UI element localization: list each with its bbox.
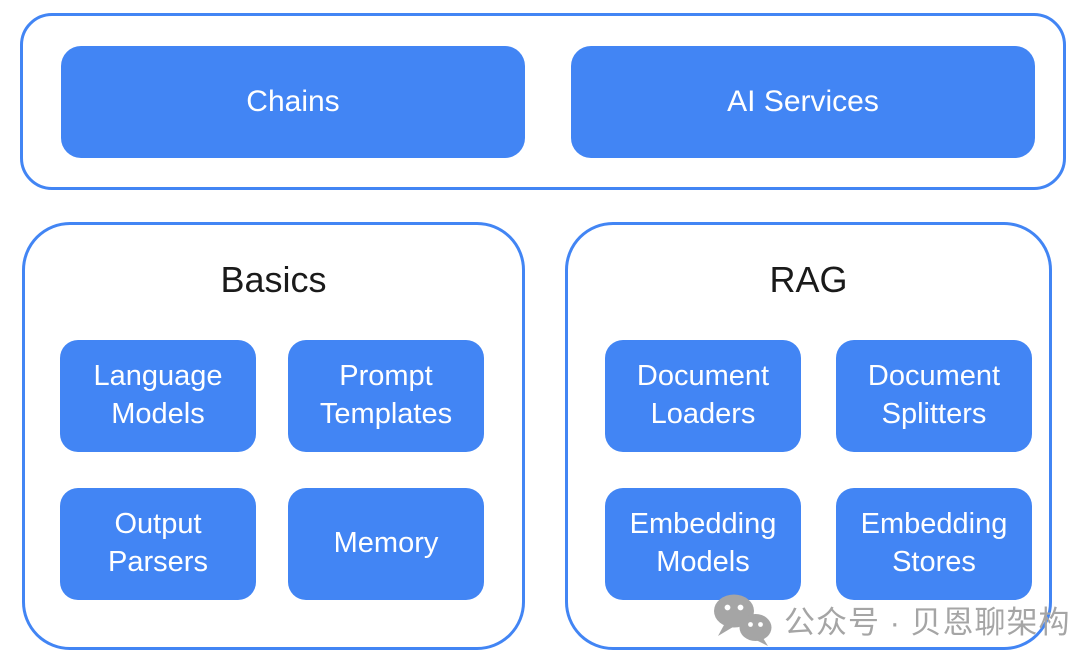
chains-box: Chains xyxy=(61,46,525,158)
prompt-templates-box: Prompt Templates xyxy=(288,340,484,452)
chains-label: Chains xyxy=(246,85,340,118)
ai-services-box: AI Services xyxy=(571,46,1035,158)
document-splitters-box: Document Splitters xyxy=(836,340,1032,452)
document-splitters-label: Document Splitters xyxy=(867,360,1001,430)
output-parsers-label: Output Parsers xyxy=(108,508,208,578)
memory-label: Memory xyxy=(333,527,439,560)
ai-services-label: AI Services xyxy=(727,85,879,118)
output-parsers-box: Output Parsers xyxy=(60,488,256,600)
prompt-templates-label: Prompt Templates xyxy=(319,360,453,430)
document-loaders-box: Document Loaders xyxy=(605,340,801,452)
embedding-models-box: Embedding Models xyxy=(605,488,801,600)
watermark: 公众号 · 贝恩聊架构 xyxy=(710,592,1071,646)
watermark-text: 公众号 · 贝恩聊架构 xyxy=(784,604,1071,640)
basics-grid: Language Models Prompt Templates Output … xyxy=(60,340,484,600)
basics-group-container: Basics Language Models Prompt Templates … xyxy=(22,222,525,650)
embedding-stores-box: Embedding Stores xyxy=(836,488,1032,600)
language-models-label: Language Models xyxy=(93,360,223,430)
embedding-stores-label: Embedding Stores xyxy=(860,508,1008,578)
rag-grid: Document Loaders Document Splitters Embe… xyxy=(605,340,1032,600)
embedding-models-label: Embedding Models xyxy=(629,508,777,578)
memory-box: Memory xyxy=(288,488,484,600)
rag-group-container: RAG Document Loaders Document Splitters … xyxy=(565,222,1052,650)
rag-group-title: RAG xyxy=(769,259,848,300)
wechat-icon xyxy=(714,594,772,646)
top-section-container: Chains AI Services xyxy=(20,13,1066,190)
document-loaders-label: Document Loaders xyxy=(636,360,770,430)
language-models-box: Language Models xyxy=(60,340,256,452)
basics-group-title: Basics xyxy=(220,259,327,300)
